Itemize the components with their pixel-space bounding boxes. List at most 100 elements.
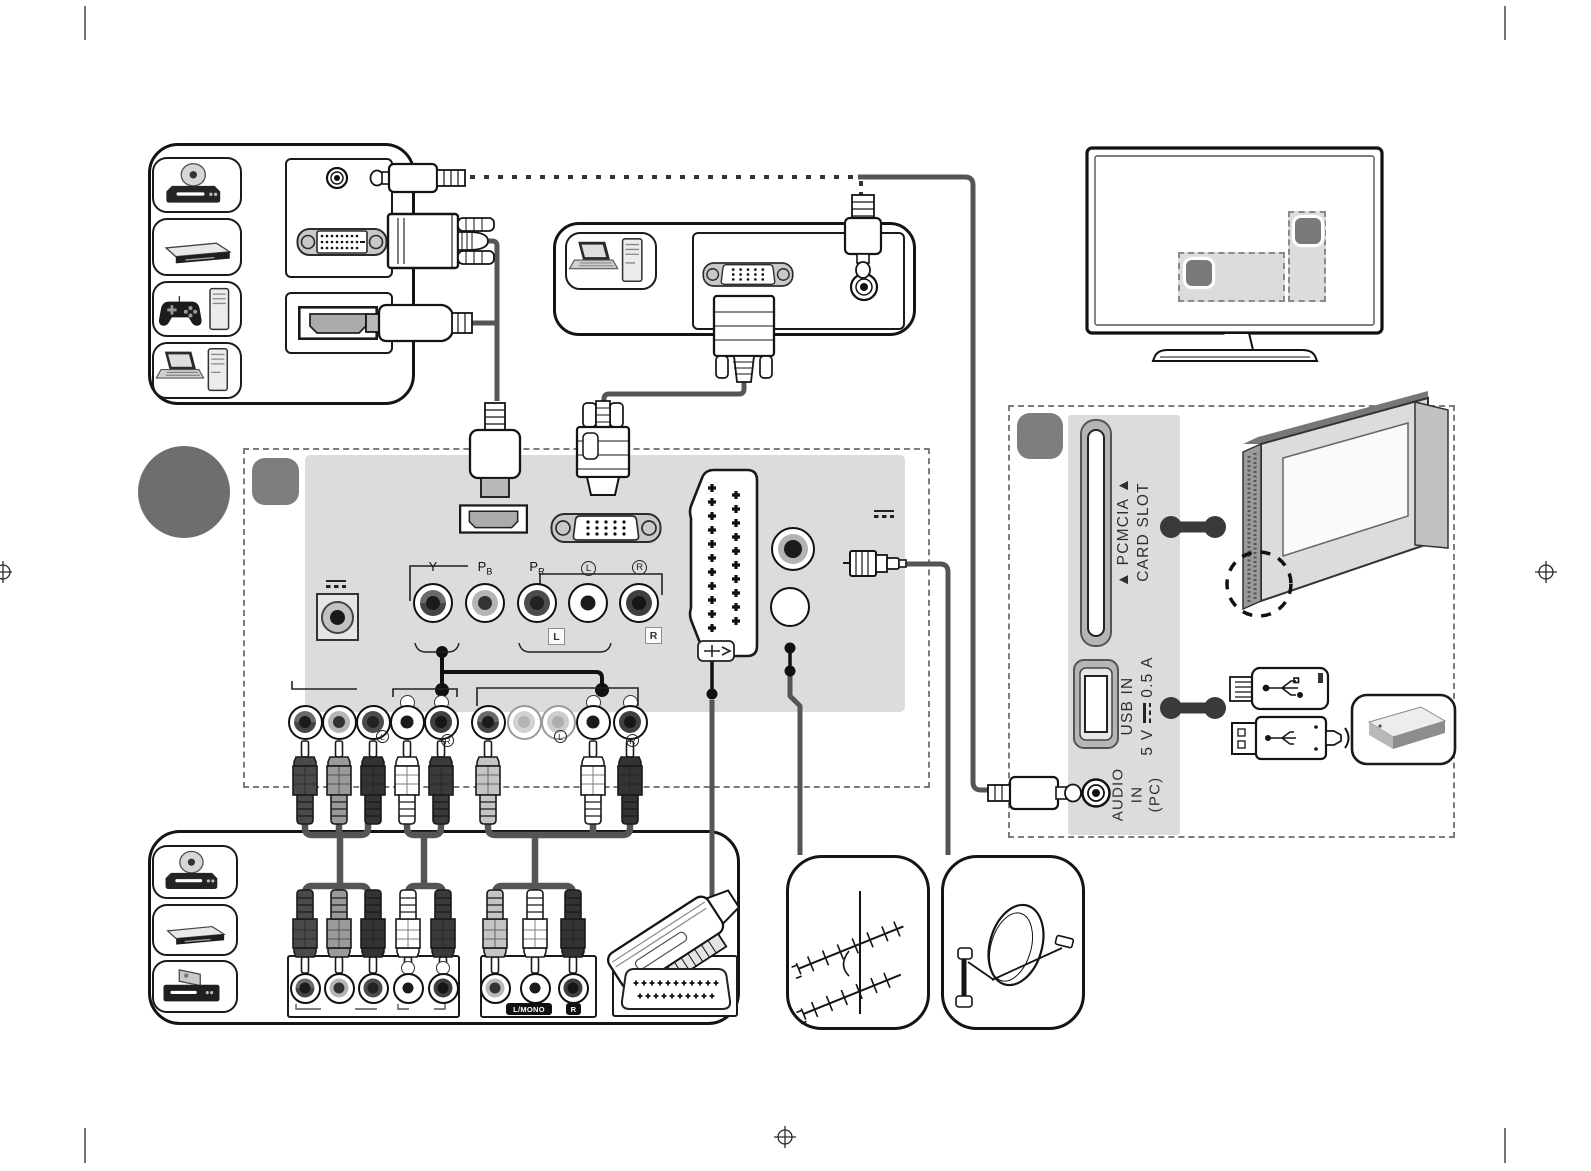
- device-tile-pc2: [565, 232, 657, 290]
- pcmcia-label-line2: CARD SLOT: [1135, 482, 1152, 582]
- device-pb-socket: [323, 972, 355, 1004]
- connector-dumbbells: [1160, 516, 1226, 719]
- device-video-socket: [479, 972, 511, 1004]
- audio-r-jack: [619, 583, 659, 623]
- audio-plug-vertical: [843, 194, 883, 279]
- scart-icon: [697, 640, 735, 662]
- dvi-port: [296, 228, 388, 256]
- device-r-socket: [427, 972, 459, 1004]
- group2-r-jack: [612, 704, 648, 740]
- audio-in-pc-port: [1081, 778, 1111, 808]
- group2-r-label: R: [626, 734, 639, 747]
- device-tile-receiver: [152, 157, 242, 213]
- audio-r-circled-label: R: [632, 560, 647, 575]
- pcmcia-label-line1: ▲ PCMCIA ▲: [1115, 476, 1132, 588]
- side-panel-marker: [1017, 413, 1063, 459]
- vga-plug-vertical: [575, 400, 631, 496]
- pcmcia-slot-label: ▲ PCMCIA ▲ CARD SLOT: [1114, 442, 1158, 622]
- pcmcia-card-slot: [1080, 419, 1112, 647]
- rear-av-panel: [305, 455, 905, 712]
- component-pr-label: PR: [529, 559, 545, 577]
- satellite-dish-icon: [955, 903, 1075, 1008]
- rear-vga-port: [550, 513, 662, 543]
- device-tile-receiver2: [152, 845, 238, 899]
- usb-cable: [1231, 715, 1358, 761]
- device-tile-dvd2: [152, 904, 238, 956]
- component-pb-jack: [465, 583, 505, 623]
- audio-label-line3: (PC): [1146, 776, 1164, 813]
- usb-stick: [1229, 666, 1330, 711]
- hdmi-out-port: [298, 306, 378, 340]
- r-tag: R: [566, 1003, 581, 1015]
- device-r2-socket: [557, 972, 589, 1004]
- av-cable-bundles: [301, 810, 634, 906]
- satellite-in-jack: [771, 527, 815, 571]
- audio-dotted-cable: [470, 175, 863, 195]
- dvi-plug: [386, 212, 495, 270]
- group1-l-jack: [389, 704, 425, 740]
- audio-in-pc-label: AUDIO IN (PC): [1110, 750, 1167, 840]
- group2-unused-jack: [506, 704, 542, 740]
- device-tile-pc: [152, 342, 242, 399]
- boxed-l-label: L: [548, 628, 565, 645]
- device-tile-vcr: [152, 960, 238, 1013]
- ci-card: [1225, 391, 1449, 618]
- usb-in-port: [1073, 659, 1119, 749]
- component-y-label: Y: [428, 559, 438, 574]
- antenna-cable: [787, 672, 803, 855]
- audio-label-line1: AUDIO: [1109, 767, 1127, 822]
- external-hdd: [1350, 693, 1457, 766]
- component-feed-line: [435, 642, 796, 700]
- vga-connector-down: [712, 294, 776, 383]
- dc-symbol: [326, 579, 346, 590]
- dc-symbol: [874, 509, 895, 520]
- component-av-plugs-bottom: [292, 889, 586, 974]
- scart-socket: [620, 968, 732, 1010]
- component-av-plugs-top: [292, 740, 643, 825]
- pc-vga-port: [702, 262, 794, 287]
- tv-rear-panel-marker: [1183, 257, 1215, 289]
- print-crop-marks: [0, 6, 1557, 1163]
- rear-scart-connector: [688, 468, 759, 658]
- rf-plug: [843, 550, 907, 577]
- device-tile-dvd: [152, 218, 242, 276]
- roof-antenna-icon: [791, 891, 904, 1025]
- group2-video-jack: [470, 704, 506, 740]
- pc-audio-cable: [858, 174, 988, 793]
- boxed-r-label: R: [645, 627, 662, 644]
- audio-plug-horizontal: [369, 162, 466, 194]
- group1-pb-jack: [321, 704, 357, 740]
- audio-l-jack: [568, 583, 608, 623]
- audio-label-line2: IN: [1128, 785, 1145, 804]
- device-pr-socket: [357, 972, 389, 1004]
- device-y-socket: [289, 972, 321, 1004]
- dc-in-jack-pin: [330, 610, 345, 625]
- device-tile-game: [152, 281, 242, 337]
- lmono-tag: L/MONO: [506, 1003, 552, 1015]
- pc-audio-plug-right: [987, 775, 1082, 811]
- group1-r-label: R: [441, 734, 454, 747]
- component-pr-jack: [517, 583, 557, 623]
- satellite-cable: [906, 561, 951, 855]
- group2-l-label: L: [554, 730, 567, 743]
- device-lmono-socket: [519, 972, 551, 1004]
- group1-y-jack: [287, 704, 323, 740]
- group1-l-label: L: [376, 730, 389, 743]
- device-l-socket: [392, 972, 424, 1004]
- hdmi-plug-vertical: [468, 402, 522, 498]
- hdmi-plug-horizontal: [365, 303, 473, 343]
- group1-r-jack: [423, 704, 459, 740]
- group2-l-jack: [575, 704, 611, 740]
- tv-side-panel-marker: [1292, 215, 1324, 247]
- rear-hdmi-port: [459, 504, 528, 534]
- rear-panel-marker: [252, 458, 299, 505]
- audio-l-circled-label: L: [581, 561, 596, 576]
- step-circle-badge: [138, 446, 230, 538]
- vga-cable: [601, 378, 747, 402]
- dc-symbol: [1143, 703, 1153, 723]
- component-y-jack: [413, 583, 453, 623]
- component-pb-label: PB: [477, 559, 493, 577]
- antenna-in-jack: [770, 587, 810, 627]
